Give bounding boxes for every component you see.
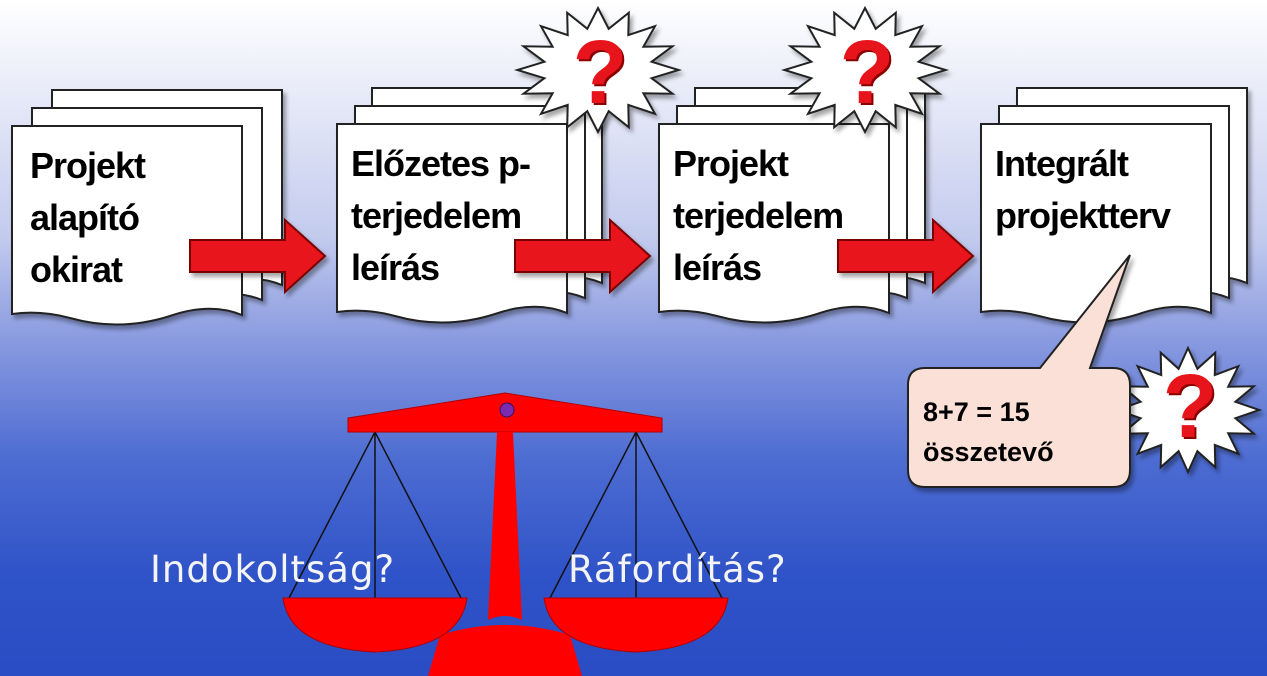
document-4-text: Integrált projektterv	[995, 138, 1171, 242]
callout-bubble	[907, 254, 1131, 488]
callout-text: 8+7 = 15 összetevő	[923, 392, 1054, 472]
document-3-line-1: Projekt	[673, 143, 789, 184]
scale-right-label: Ráfordítás?	[568, 548, 787, 591]
scale-post	[488, 432, 522, 620]
scale-pan-left	[282, 597, 468, 653]
scale-pivot	[499, 402, 515, 418]
starburst-3	[1113, 345, 1263, 475]
document-2-line-1: Előzetes p-	[351, 143, 531, 184]
question-mark-3: ?	[1162, 357, 1218, 457]
document-4-line-1: Integrált	[995, 143, 1129, 184]
document-3-line-3: leírás	[673, 247, 762, 288]
scale-base	[428, 625, 582, 676]
document-2-line-3: leírás	[351, 247, 440, 288]
document-4-line-2: projektterv	[995, 195, 1171, 236]
document-1-text: Projekt alapító okirat	[30, 140, 146, 296]
document-1-line-3: okirat	[30, 249, 123, 290]
scale-pan-right	[543, 597, 729, 653]
document-3-line-2: terjedelem	[673, 195, 844, 236]
question-mark-1: ?	[572, 23, 628, 123]
arrow-2	[514, 217, 652, 295]
document-3-text: Projekt terjedelem leírás	[673, 138, 844, 294]
document-1-line-1: Projekt	[30, 145, 146, 186]
starburst-1	[513, 5, 683, 135]
document-2-text: Előzetes p- terjedelem leírás	[351, 138, 531, 294]
callout-line-1: 8+7 = 15	[923, 397, 1030, 427]
callout-line-2: összetevő	[923, 437, 1054, 467]
arrow-1	[189, 217, 327, 295]
starburst-2	[780, 5, 950, 135]
arrow-3	[837, 217, 975, 295]
question-mark-2: ?	[839, 23, 895, 123]
document-stack-4	[980, 87, 1248, 324]
scale-left-label: Indokoltság?	[150, 548, 396, 591]
balance-scale	[282, 392, 729, 676]
document-2-line-2: terjedelem	[351, 195, 522, 236]
document-1-line-2: alapító	[30, 197, 140, 238]
